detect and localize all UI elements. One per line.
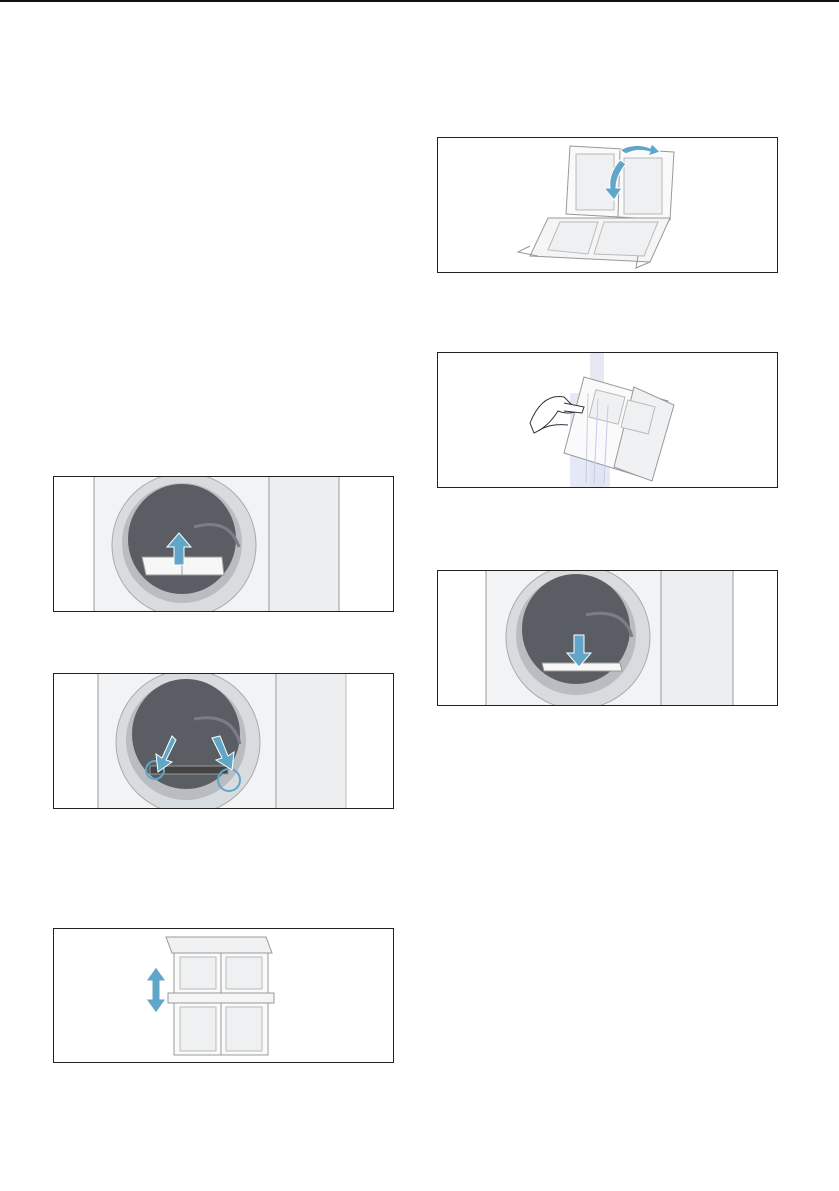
- filter-rinse-graphic: [438, 353, 777, 487]
- illustration-reinsert-filter: [437, 570, 778, 706]
- illustration-open-filter: [437, 137, 778, 273]
- illustration-filter-release-tabs: [53, 673, 394, 809]
- illustration-remove-filter: [53, 476, 394, 612]
- page-top-rule: [0, 0, 839, 2]
- dryer-drum-lift-filter-graphic: [54, 477, 393, 611]
- filter-separate-graphic: [54, 929, 393, 1062]
- illustration-separate-filter: [53, 928, 394, 1063]
- illustration-rinse-filter: [437, 352, 778, 488]
- dryer-drum-release-tabs-graphic: [54, 674, 393, 808]
- filter-open-graphic: [438, 138, 777, 272]
- dryer-drum-insert-filter-graphic: [438, 571, 777, 705]
